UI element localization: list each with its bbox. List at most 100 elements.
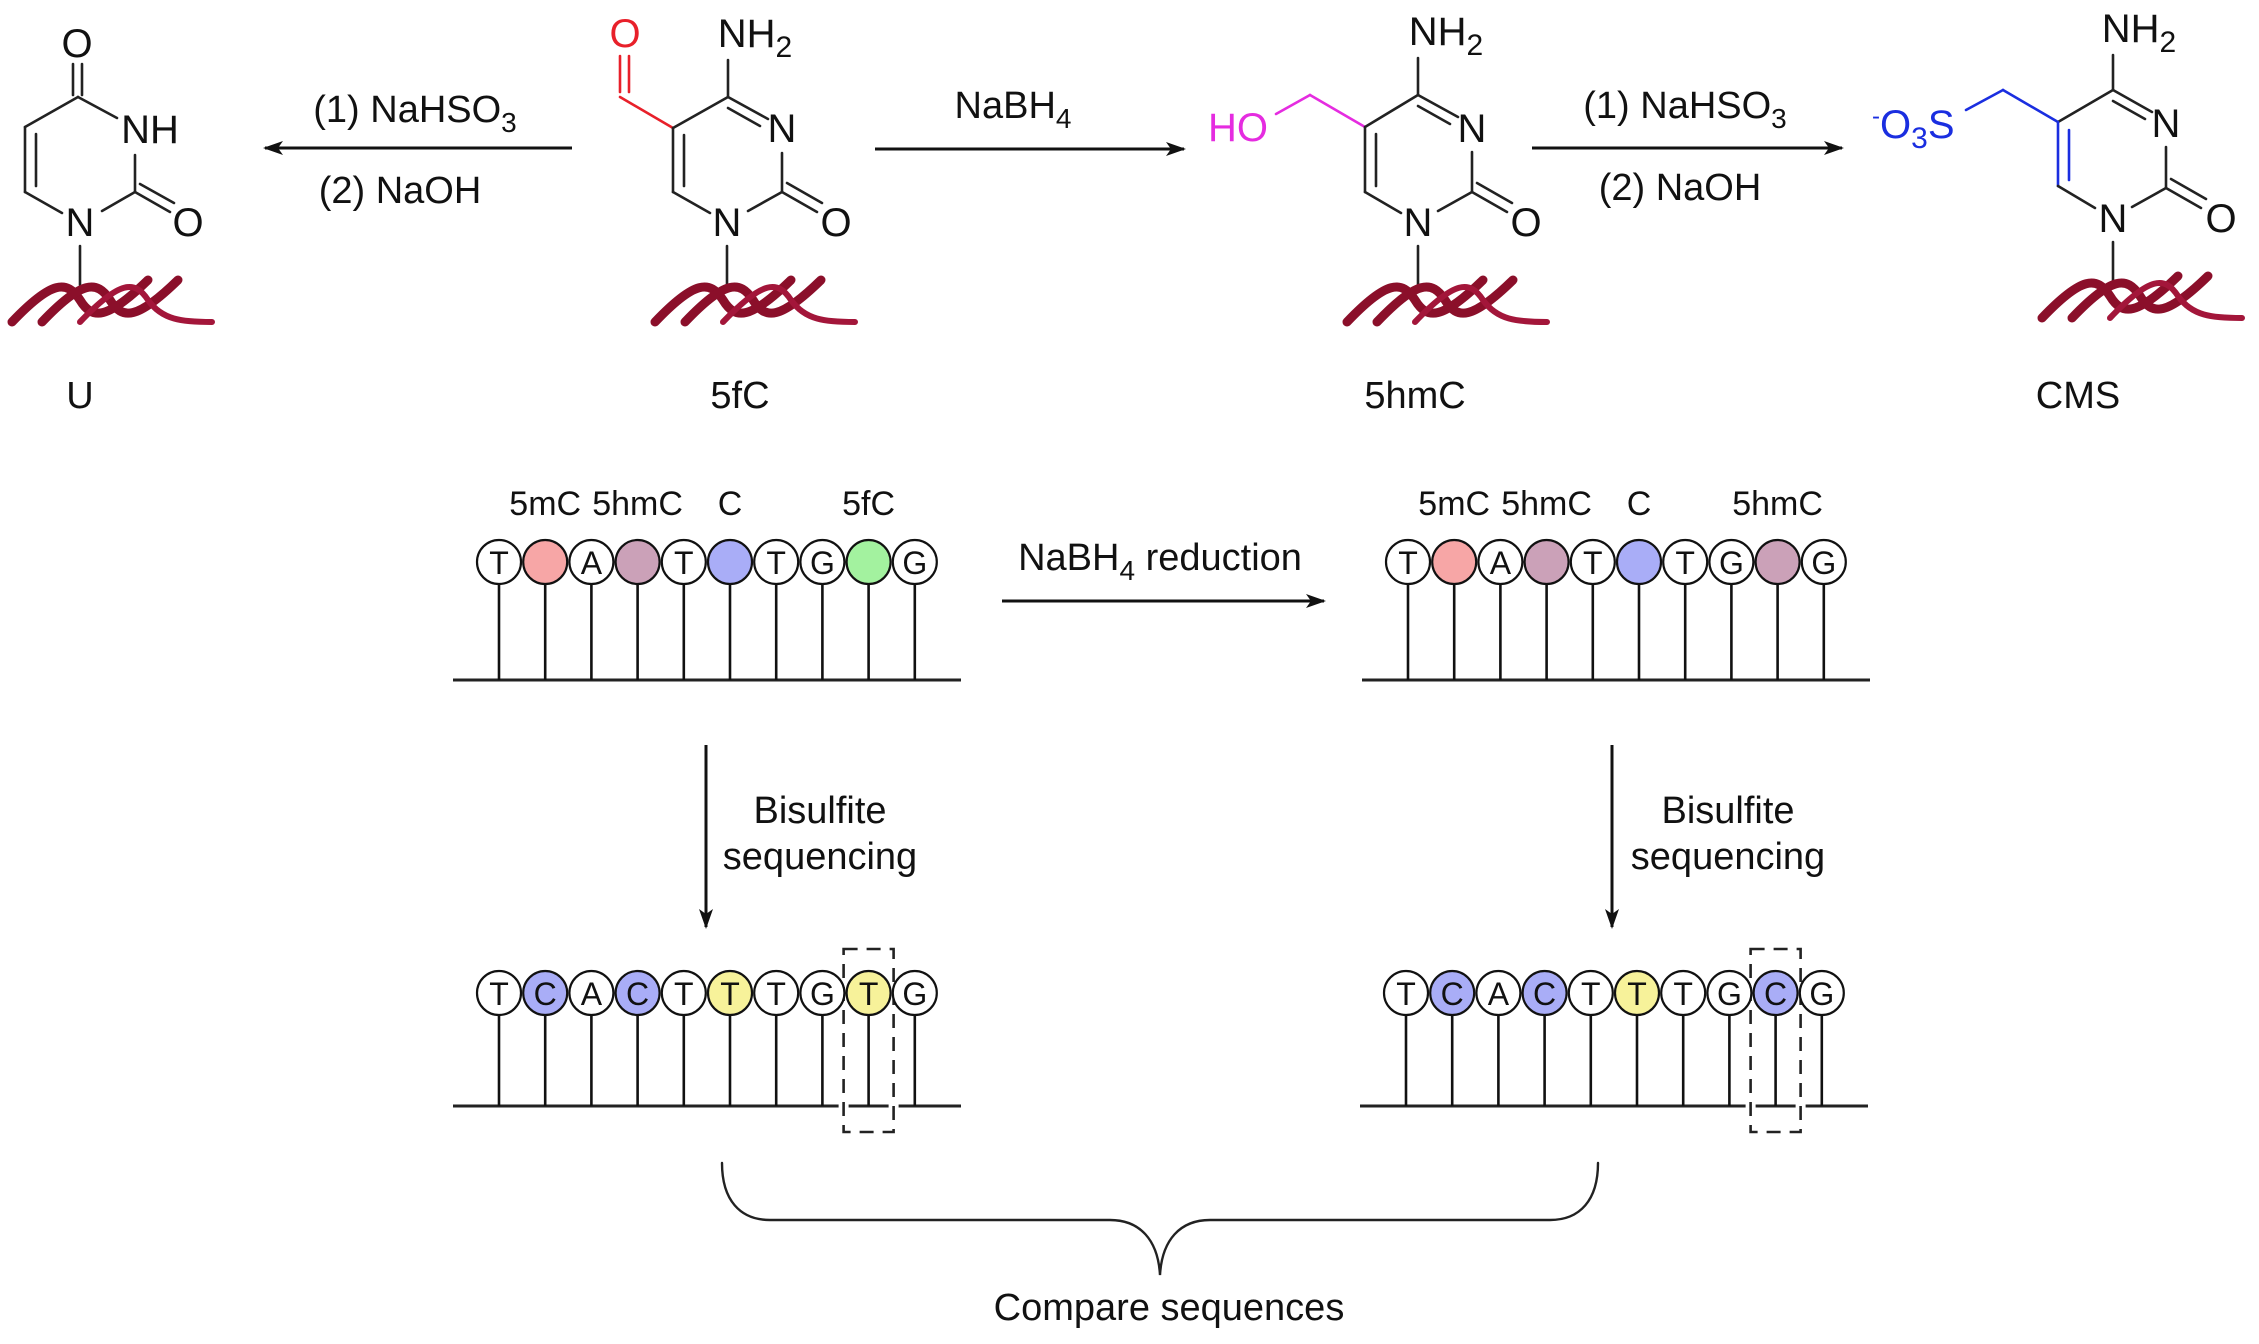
bisulfite-label-line1: Bisulfite [1661, 790, 1794, 832]
atom-O2: O [820, 201, 851, 245]
highlight-box [1749, 947, 1802, 1134]
bisulfite-label-line2: sequencing [723, 836, 917, 878]
modification-label: 5mC [1418, 485, 1490, 523]
nucleotide-letter: T [1581, 976, 1601, 1012]
nucleotide-C [1429, 969, 1476, 1017]
modification-label: 5hmC [1732, 485, 1823, 523]
nucleotide-letter: T [859, 976, 879, 1012]
nucleotide-letter: G [810, 976, 835, 1012]
atom-O2: O [1510, 201, 1541, 245]
nucleotide-T_yellow [1613, 969, 1661, 1017]
molecule-uracil: O NH O N U [7, 22, 215, 417]
compound-label-U: U [66, 375, 93, 417]
nucleotide-plain [475, 538, 523, 586]
nucleotide-letter: C [1764, 976, 1787, 1012]
atom-sulfonate: -O3S [1872, 103, 1955, 155]
molecule-CMS: -O3S NH2 N O N CMS [1872, 7, 2245, 417]
bisulfite-arrow-right: Bisulfite sequencing [1605, 745, 1825, 929]
nucleotide-fC [845, 538, 892, 586]
nucleotide-plain [660, 538, 707, 586]
reaction-arrow-hmC-to-CMS: (1) NaHSO3 (2) NaOH [1532, 85, 1844, 209]
nucleotide-letter: G [902, 545, 927, 581]
nucleotide-T_yellow [845, 969, 892, 1017]
nucleotide-hmC [614, 538, 661, 586]
nucleotide-plain [660, 969, 707, 1017]
compound-label-5hmC: 5hmC [1364, 375, 1465, 417]
nucleotide-letter: C [1441, 976, 1464, 1012]
modification-label: 5hmC [1501, 485, 1592, 523]
nucleotide-plain [753, 538, 800, 586]
nucleotide-plain [891, 538, 938, 586]
nucleotide-C [1521, 969, 1568, 1017]
nucleotide-letter: T [1627, 976, 1647, 1012]
bisulfite-label-line2: sequencing [1631, 836, 1825, 878]
nucleotide-letter: A [581, 976, 603, 1012]
nucleotide-C [614, 969, 661, 1017]
nucleotide-plain [1662, 538, 1709, 586]
molecule-5fC: O NH2 N O N 5fC [609, 12, 858, 417]
nucleotide-plain [799, 969, 846, 1017]
nucleotide-letter: C [626, 976, 649, 1012]
atom-O2: O [172, 201, 203, 245]
nucleotide-plain [1706, 969, 1753, 1017]
nucleotide-plain [1798, 969, 1845, 1017]
nucleotide-hmC [1754, 538, 1801, 586]
atom-NH2: NH2 [2102, 7, 2176, 59]
atom-NH: NH [121, 108, 179, 152]
atom-N3: N [1458, 107, 1487, 151]
atom-O2: O [2205, 197, 2236, 241]
nucleotide-letter: G [902, 976, 927, 1012]
reagent-step2: (2) NaOH [319, 170, 482, 212]
atom-HO: HO [1208, 106, 1268, 150]
nucleotide-letter: G [810, 545, 835, 581]
nucleotide-letter: G [1719, 545, 1744, 581]
dna-helix-icon [7, 275, 215, 327]
nucleotide-letter: G [1811, 545, 1836, 581]
dna-helix-icon [1342, 275, 1550, 327]
nucleotide-mC [522, 538, 569, 586]
modification-label: C [1627, 485, 1652, 523]
nucleotide-letter: T [1673, 976, 1693, 1012]
nucleotide-letter: A [1488, 976, 1510, 1012]
nucleotide-plain [753, 969, 800, 1017]
compound-label-CMS: CMS [2036, 375, 2120, 417]
nucleotide-letter: A [1490, 545, 1512, 581]
compare-label: Compare sequences [994, 1287, 1345, 1329]
nucleotide-letter: T [766, 976, 786, 1012]
compound-label-5fC: 5fC [710, 375, 769, 417]
nucleotide-plain [568, 969, 615, 1017]
modification-label: 5fC [842, 485, 895, 523]
atom-N1: N [1404, 201, 1433, 245]
molecule-5hmC: HO NH2 N O N 5hmC [1208, 10, 1550, 417]
nucleotide-letter: T [1396, 976, 1416, 1012]
nucleotide-letter: C [1533, 976, 1556, 1012]
nucleotide-plain [1569, 538, 1616, 586]
atom-aldehyde-O: O [609, 12, 640, 56]
bisulfite-arrow-left: Bisulfite sequencing [699, 745, 917, 929]
atom-N1: N [66, 201, 95, 245]
nucleotide-letter: G [1717, 976, 1742, 1012]
nucleotide-letter: T [674, 545, 694, 581]
atom-N1: N [2099, 197, 2128, 241]
nucleotide-plain [475, 969, 523, 1017]
dna-helix-icon [650, 275, 858, 327]
nucleotide-letter: G [1809, 976, 1834, 1012]
nucleotide-T_yellow [706, 969, 754, 1017]
bisulfite-label-line1: Bisulfite [753, 790, 886, 832]
atom-N3: N [2152, 102, 2181, 146]
nucleotide-letter: T [766, 545, 786, 581]
nucleotide-plain [799, 538, 846, 586]
nucleotide-C [1752, 969, 1799, 1017]
nucleotide-plain [891, 969, 938, 1017]
reagent-step2: (2) NaOH [1599, 167, 1762, 209]
nucleotide-letter: T [720, 976, 740, 1012]
nucleotide-letter: T [1675, 545, 1695, 581]
nucleotide-plain [1475, 969, 1522, 1017]
nucleotide-letter: A [581, 545, 603, 581]
atom-N3: N [768, 107, 797, 151]
atom-O4: O [61, 22, 92, 66]
reduction-arrow: NaBH4 reduction [1002, 537, 1326, 608]
nucleotide-plain [1708, 538, 1755, 586]
nucleotide-plain [1660, 969, 1707, 1017]
